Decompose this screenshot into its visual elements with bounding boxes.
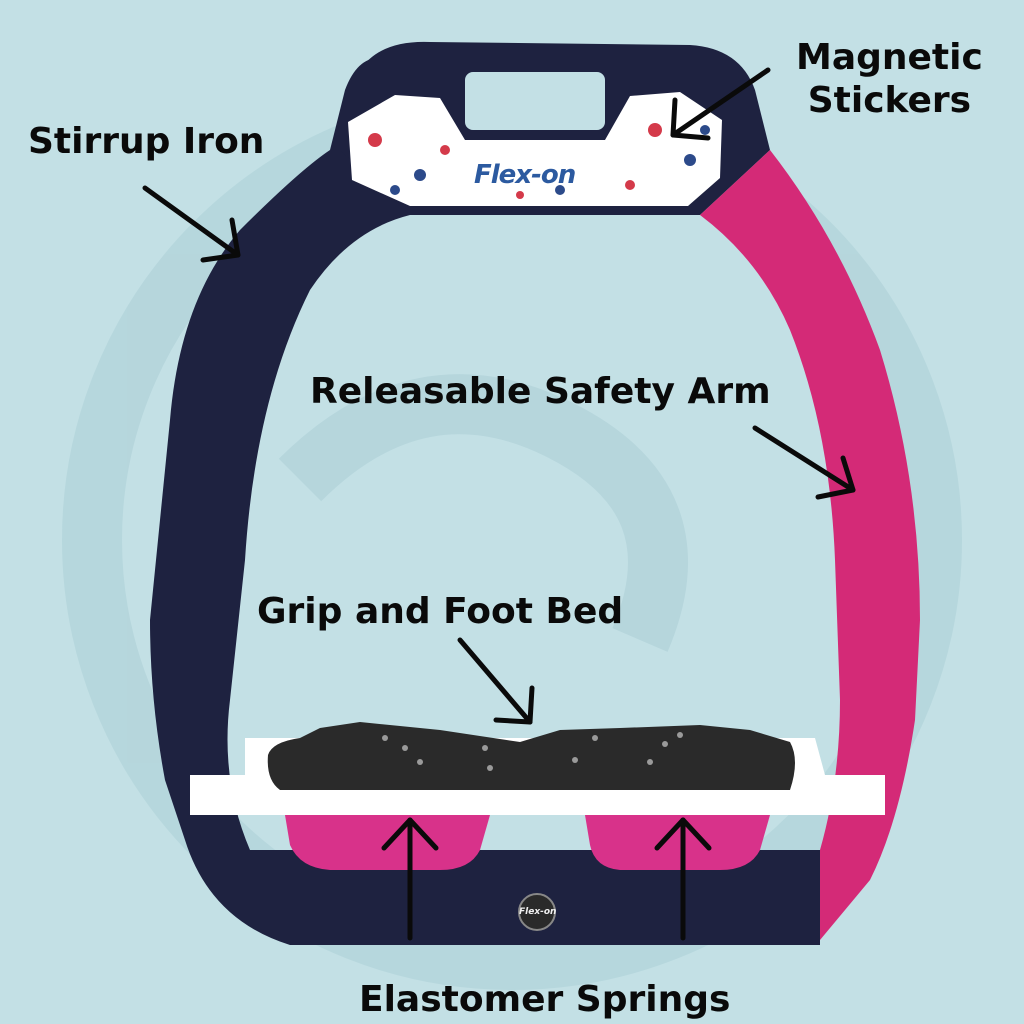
annotation-arrows (142, 67, 856, 941)
releasable-safety-arm (700, 150, 920, 940)
arrow-safety-arm (752, 425, 856, 500)
grip-spikes (382, 732, 683, 771)
label-grip-foot-bed: Grip and Foot Bed (257, 591, 624, 632)
label-magnetic-stickers: Magnetic Stickers (796, 36, 983, 122)
stirrup-handle-slot (465, 72, 605, 130)
floral-pattern (368, 123, 710, 199)
flexon-logo: Flex-on (474, 160, 576, 190)
arrow-magnetic-stickers (670, 67, 771, 141)
label-stirrup-iron: Stirrup Iron (28, 121, 265, 162)
label-releasable-safety-arm: Releasable Safety Arm (310, 371, 771, 412)
label-magnetic-line2: Stickers (807, 80, 972, 122)
flexon-knob-logo: Flex-on (519, 907, 557, 917)
arrow-spring-left (381, 817, 439, 941)
grip-foot-bed (267, 722, 795, 790)
arrow-grip-foot-bed (457, 637, 535, 725)
label-magnetic-line1: Magnetic (796, 37, 983, 78)
elastomer-spring-right (585, 815, 770, 870)
arrow-spring-right (654, 817, 712, 941)
arrow-stirrup-iron (142, 185, 241, 263)
center-knob (518, 893, 556, 931)
magnetic-sticker-panel (348, 92, 722, 206)
label-elastomer-springs: Elastomer Springs (359, 979, 731, 1020)
